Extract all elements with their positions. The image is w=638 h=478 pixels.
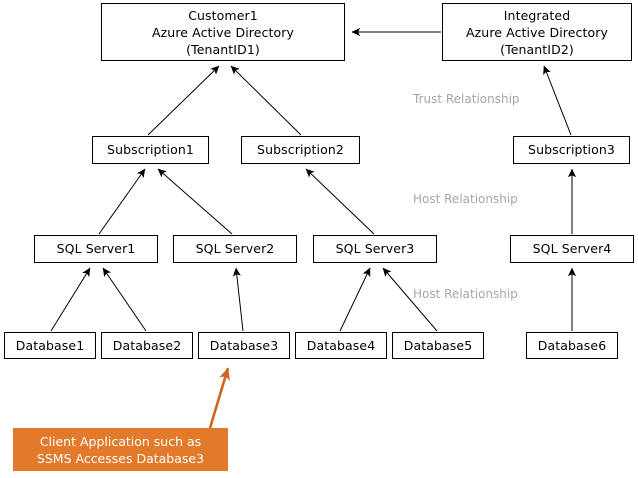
- edge-server3-to-subscription2: [305, 168, 375, 235]
- node-tenant-integrated-line1: Integrated: [503, 7, 571, 23]
- edge-subscription3-to-tenant2: [543, 65, 572, 136]
- node-sql-server4-label: SQL Server4: [532, 241, 612, 257]
- node-sql-server2[interactable]: SQL Server2: [173, 235, 297, 263]
- node-subscription3-label: Subscription3: [528, 142, 615, 158]
- node-subscription2-label: Subscription2: [257, 142, 344, 158]
- node-subscription2[interactable]: Subscription2: [241, 136, 360, 164]
- node-subscription1-label: Subscription1: [107, 142, 194, 158]
- edge-callout-to-database3: [208, 367, 230, 429]
- node-sql-server3[interactable]: SQL Server3: [313, 235, 437, 263]
- node-database1[interactable]: Database1: [4, 332, 96, 359]
- node-tenant-integrated[interactable]: Integrated Azure Active Directory (Tenan…: [442, 3, 632, 61]
- edge-database4-to-server3: [339, 267, 371, 332]
- node-sql-server3-label: SQL Server3: [335, 241, 415, 257]
- node-sql-server1[interactable]: SQL Server1: [34, 235, 158, 263]
- node-tenant-customer1-line2: Azure Active Directory: [151, 24, 294, 40]
- edge-label-trust-relationship: Trust Relationship: [413, 92, 520, 106]
- node-database3[interactable]: Database3: [198, 332, 290, 359]
- edge-subscription1-to-tenant1: [147, 65, 220, 136]
- edge-database1-to-server1: [50, 267, 91, 332]
- callout-line1: Client Application such as: [39, 433, 202, 449]
- node-sql-server1-label: SQL Server1: [56, 241, 136, 257]
- node-database5[interactable]: Database5: [392, 332, 484, 359]
- edge-server1-to-subscription1: [98, 168, 146, 235]
- node-database2-label: Database2: [112, 337, 182, 353]
- edge-database3-to-server2: [232, 267, 244, 332]
- node-database4-label: Database4: [306, 337, 376, 353]
- edge-database2-to-server1: [102, 267, 147, 332]
- edge-subscription2-to-tenant1: [230, 65, 302, 136]
- edge-label-host-relationship-upper: Host Relationship: [413, 192, 518, 206]
- node-subscription1[interactable]: Subscription1: [92, 136, 209, 164]
- node-database2[interactable]: Database2: [101, 332, 193, 359]
- edge-server2-to-subscription1: [157, 168, 233, 235]
- node-database3-label: Database3: [209, 337, 279, 353]
- node-tenant-customer1-line1: Customer1: [188, 7, 258, 23]
- node-subscription3[interactable]: Subscription3: [513, 136, 630, 164]
- node-database5-label: Database5: [403, 337, 473, 353]
- node-sql-server2-label: SQL Server2: [195, 241, 275, 257]
- node-tenant-integrated-line3: (TenantID2): [500, 41, 574, 57]
- callout-line2: SSMS Accesses Database3: [36, 450, 205, 466]
- node-database6-label: Database6: [537, 337, 607, 353]
- callout-client-application[interactable]: Client Application such as SSMS Accesses…: [13, 428, 228, 471]
- edge-label-host-relationship-lower: Host Relationship: [413, 287, 518, 301]
- node-database4[interactable]: Database4: [295, 332, 387, 359]
- node-database6[interactable]: Database6: [526, 332, 618, 359]
- node-database1-label: Database1: [15, 337, 85, 353]
- node-tenant-customer1[interactable]: Customer1 Azure Active Directory (Tenant…: [101, 3, 345, 61]
- node-tenant-customer1-line3: (TenantID1): [186, 41, 260, 57]
- node-sql-server4[interactable]: SQL Server4: [510, 235, 634, 263]
- node-tenant-integrated-line2: Azure Active Directory: [465, 24, 608, 40]
